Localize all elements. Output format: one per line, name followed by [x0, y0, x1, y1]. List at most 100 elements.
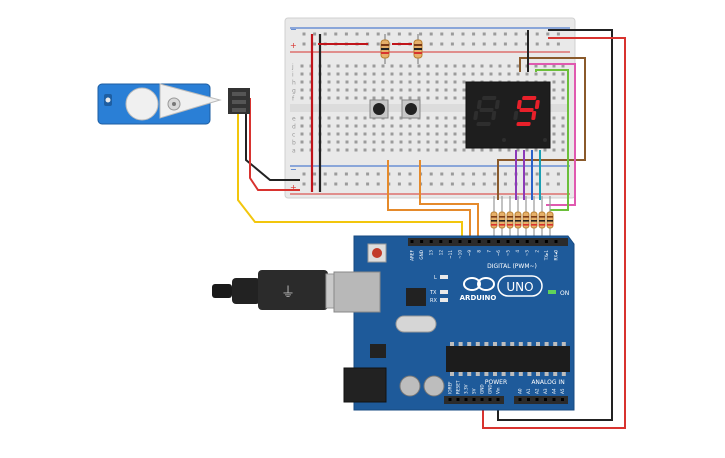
- breadboard-hole: [300, 116, 304, 120]
- digital-pin-socket[interactable]: [410, 240, 414, 243]
- breadboard-hole: [408, 80, 412, 84]
- power-pin-socket[interactable]: [448, 398, 452, 401]
- digital-pin-socket[interactable]: [429, 240, 433, 243]
- usb-icon: ⏚: [281, 285, 295, 301]
- breadboard-hole: [363, 124, 367, 128]
- chip-pin: [501, 372, 506, 376]
- breadboard-hole: [462, 148, 466, 152]
- breadboard-hole: [363, 64, 367, 68]
- breadboard-hole: [354, 80, 358, 84]
- breadboard-hole: [345, 116, 349, 120]
- power-pin-socket[interactable]: [480, 398, 484, 401]
- breadboard-hole: [417, 96, 421, 100]
- breadboard-hole: [471, 72, 475, 76]
- breadboard-hole: [462, 96, 466, 100]
- digital-pin-socket[interactable]: [516, 240, 520, 243]
- power-pin-socket[interactable]: [456, 398, 460, 401]
- power-pin-socket[interactable]: [464, 398, 468, 401]
- rail-hole: [408, 32, 412, 36]
- power-pin-label: IOREF: [448, 381, 453, 394]
- wire-orange-button-1[interactable]: [387, 160, 471, 240]
- breadboard-hole: [390, 88, 394, 92]
- breadboard-hole: [516, 72, 520, 76]
- breadboard-hole: [507, 72, 511, 76]
- resistor-bottom[interactable]: [498, 196, 506, 240]
- digital-pin-socket[interactable]: [544, 240, 548, 243]
- breadboard-hole: [372, 88, 376, 92]
- wire-servo-yellow[interactable]: [237, 100, 463, 240]
- resistor-bottom[interactable]: [538, 196, 546, 240]
- resistor-bottom[interactable]: [514, 196, 522, 240]
- breadboard-hole: [534, 148, 538, 152]
- digital-pin-socket[interactable]: [487, 240, 491, 243]
- breadboard-hole: [561, 148, 565, 152]
- breadboard-hole: [552, 80, 556, 84]
- breadboard-hole: [435, 148, 439, 152]
- wire-servo-red[interactable]: [249, 98, 300, 191]
- digital-pin-socket[interactable]: [448, 240, 452, 243]
- rail-hole: [313, 172, 317, 176]
- breadboard-hole: [444, 80, 448, 84]
- chip-pin: [458, 372, 463, 376]
- analog-pin-socket[interactable]: [527, 398, 530, 401]
- breadboard-hole: [552, 72, 556, 76]
- wire-brown-display[interactable]: [497, 57, 586, 200]
- digital-pin-socket[interactable]: [439, 240, 443, 243]
- digital-pin-socket[interactable]: [554, 240, 558, 243]
- rail-hole: [366, 32, 370, 36]
- push-button-2[interactable]: [401, 99, 421, 119]
- wire-orange-button-2[interactable]: [419, 160, 479, 240]
- power-pin-socket[interactable]: [496, 398, 500, 401]
- breadboard-hole: [372, 96, 376, 100]
- push-button-1[interactable]: [369, 99, 389, 119]
- row-letter: e: [292, 116, 296, 123]
- wire-servo-black[interactable]: [245, 96, 300, 181]
- analog-pin-socket[interactable]: [552, 398, 556, 401]
- power-pin-socket[interactable]: [472, 398, 476, 401]
- digital-pin-socket[interactable]: [496, 240, 500, 243]
- regulator-chip: [370, 344, 386, 358]
- breadboard-hole: [363, 140, 367, 144]
- breadboard-hole: [561, 88, 565, 92]
- breadboard-hole: [300, 124, 304, 128]
- wire-black-gnd-right[interactable]: [497, 29, 613, 421]
- digital-pin-socket[interactable]: [420, 240, 424, 243]
- digital-pin-socket[interactable]: [468, 240, 472, 243]
- digital-pin-label: TX▸1: [544, 250, 549, 262]
- on-led: [548, 290, 556, 294]
- breadboard-hole: [363, 80, 367, 84]
- servo-motor[interactable]: [97, 83, 250, 125]
- wire-red-5v-right[interactable]: [482, 37, 626, 429]
- wire-green-display[interactable]: [535, 69, 569, 211]
- analog-pin-socket[interactable]: [518, 398, 522, 401]
- digital-pin-label: 7: [486, 250, 491, 253]
- digital-pin-socket[interactable]: [477, 240, 481, 243]
- analog-pin-socket[interactable]: [544, 398, 547, 401]
- resistor-top-1[interactable]: [380, 34, 390, 64]
- resistor-bottom[interactable]: [506, 196, 514, 240]
- resistor-bottom[interactable]: [530, 196, 538, 240]
- analog-pin-socket[interactable]: [561, 398, 564, 401]
- breadboard-hole: [390, 124, 394, 128]
- atmega-chip: [446, 346, 570, 372]
- analog-pin-socket[interactable]: [535, 398, 539, 401]
- digital-pin-socket[interactable]: [458, 240, 462, 243]
- breadboard-hole: [516, 148, 520, 152]
- digital-pin-socket[interactable]: [535, 240, 539, 243]
- resistor-bottom[interactable]: [490, 196, 498, 240]
- resistor-top-2[interactable]: [413, 34, 423, 64]
- rail-hole: [302, 172, 306, 176]
- chip-pin: [536, 372, 540, 376]
- rail-hole: [503, 172, 507, 176]
- resistor-bottom[interactable]: [546, 196, 554, 240]
- digital-pin-socket[interactable]: [506, 240, 510, 243]
- bottom-resistors: [490, 196, 554, 240]
- digital-pin-socket[interactable]: [525, 240, 529, 243]
- resistor-bottom[interactable]: [522, 196, 530, 240]
- power-pin-socket[interactable]: [488, 398, 492, 401]
- breadboard-hole: [417, 124, 421, 128]
- breadboard-hole: [417, 80, 421, 84]
- breadboard-hole: [552, 124, 556, 128]
